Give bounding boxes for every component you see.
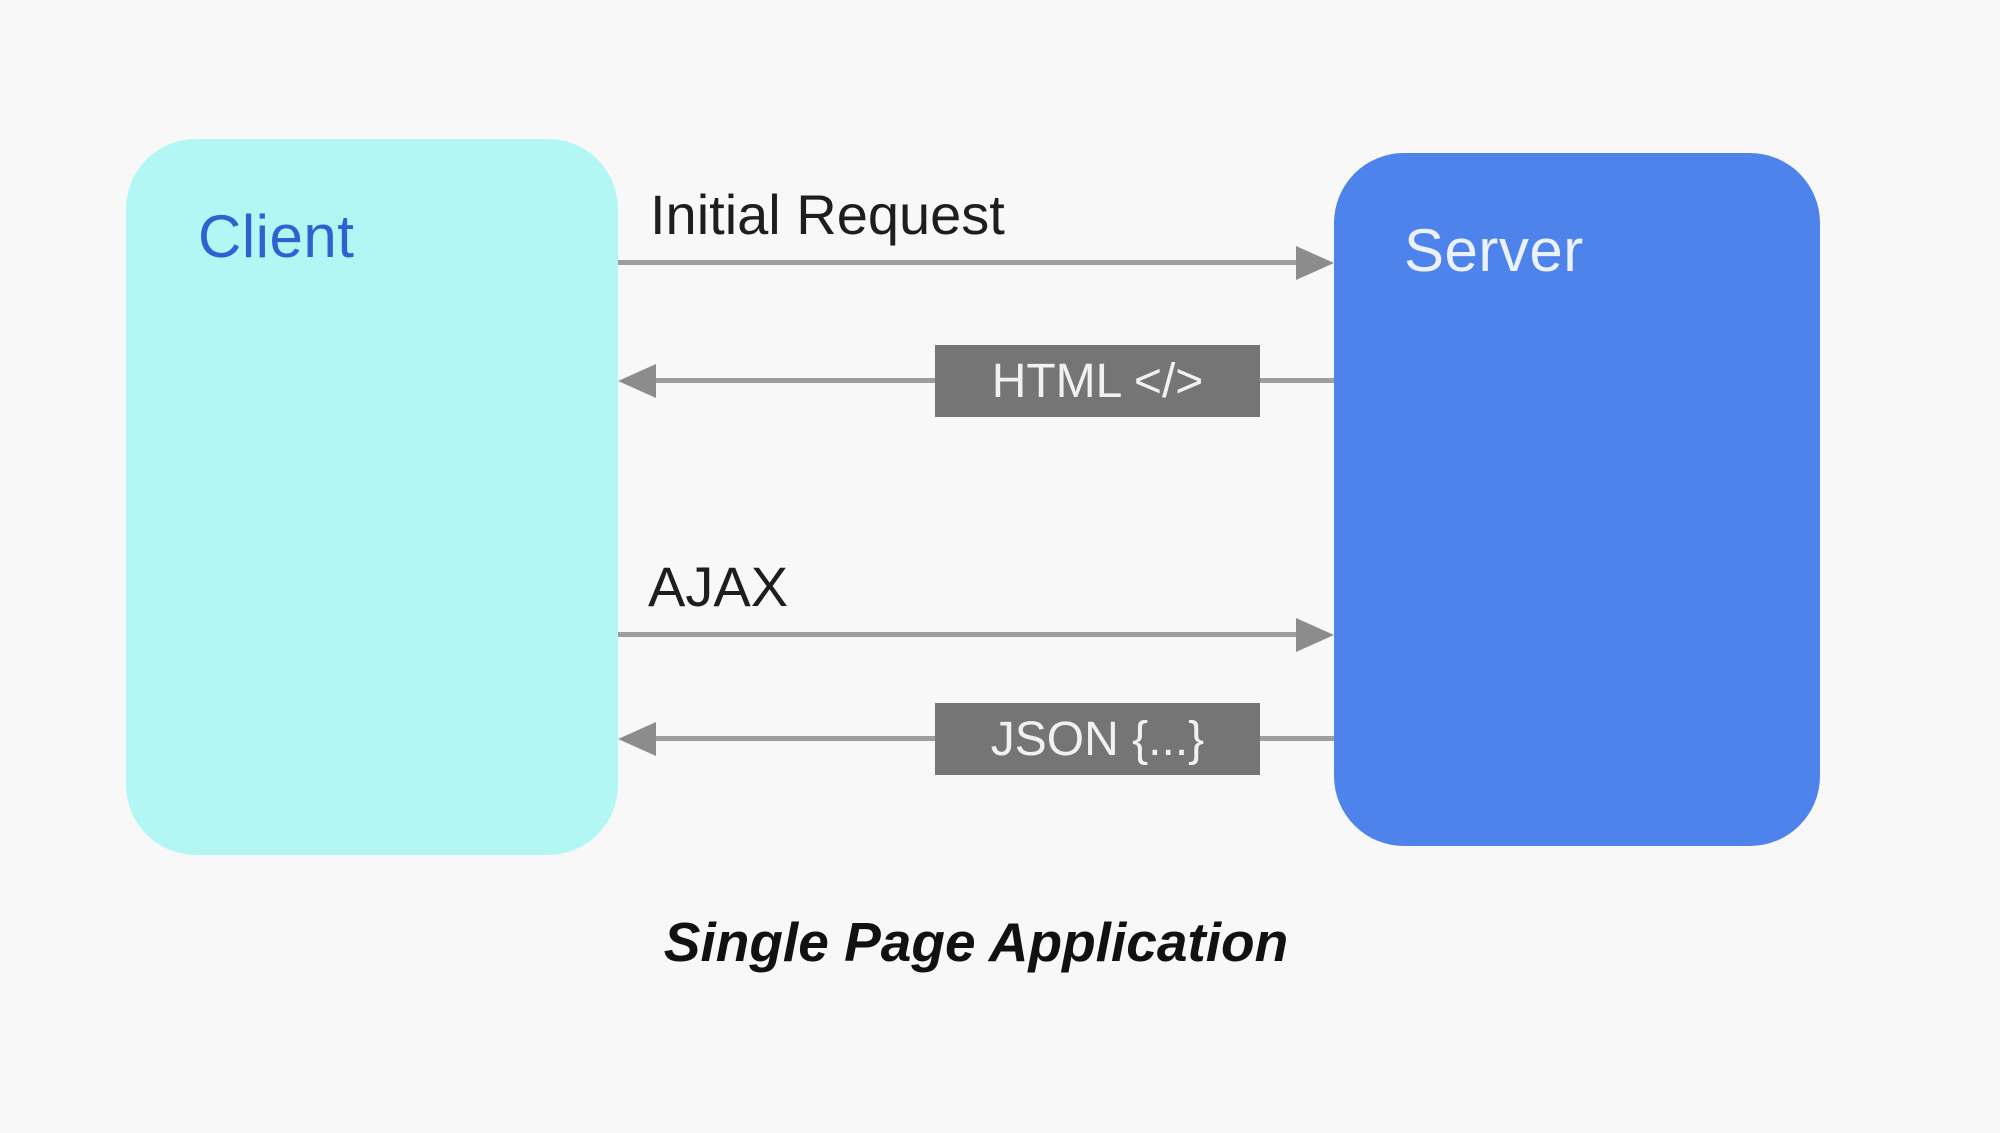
arrowhead-left-icon: [618, 364, 656, 398]
client-node-label: Client: [198, 203, 355, 270]
arrowhead-right-icon: [1296, 246, 1334, 280]
flow-line-ajax-request: [618, 632, 1298, 637]
diagram-caption: Single Page Application: [663, 911, 1289, 973]
flow-label-initial-request: Initial Request: [650, 183, 1005, 246]
flow-label-json-response: JSON {...}: [935, 703, 1260, 775]
server-node: Server: [1334, 153, 1820, 846]
server-node-label: Server: [1404, 217, 1584, 284]
flow-label-html-response: HTML </>: [935, 345, 1260, 417]
client-node: Client: [126, 139, 618, 855]
arrowhead-right-icon: [1296, 618, 1334, 652]
flow-line-initial-request: [618, 260, 1298, 265]
arrowhead-left-icon: [618, 722, 656, 756]
flow-label-ajax-request: AJAX: [648, 555, 789, 618]
